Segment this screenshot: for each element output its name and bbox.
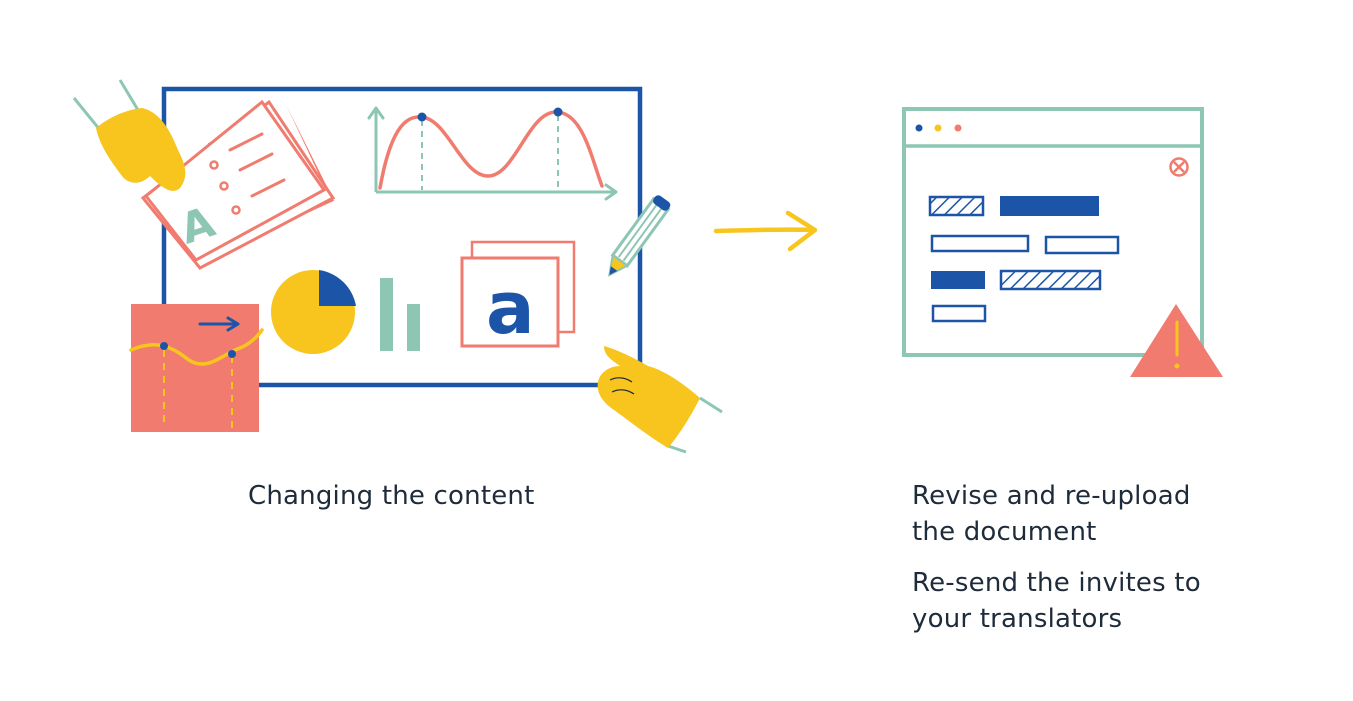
content-editing-illustration: A a	[72, 79, 723, 454]
hand-icon	[72, 79, 186, 191]
bar-chart-icon	[380, 278, 420, 351]
caption-resend-invites: Re-send the invites to your translators	[912, 568, 1201, 634]
letter-card: a	[460, 240, 576, 350]
document-window-illustration	[902, 107, 1223, 377]
pointing-hand-icon	[597, 346, 723, 454]
caption-revise-reupload: Revise and re-upload the document	[912, 481, 1191, 547]
form-fields	[928, 195, 1120, 323]
arrow-right-icon	[713, 210, 818, 252]
close-icon	[1169, 157, 1189, 177]
warning-icon	[1130, 304, 1223, 377]
window-dot	[915, 124, 923, 132]
big-letter: a	[486, 266, 535, 350]
trend-card	[129, 304, 264, 432]
document-sheets: A	[140, 96, 336, 270]
pie-chart-icon	[271, 270, 356, 354]
window-dot	[954, 124, 962, 132]
caption-changing-content: Changing the content	[248, 481, 535, 511]
window-dot	[934, 124, 942, 132]
pencil-icon	[608, 195, 671, 277]
line-chart-icon	[367, 106, 618, 201]
